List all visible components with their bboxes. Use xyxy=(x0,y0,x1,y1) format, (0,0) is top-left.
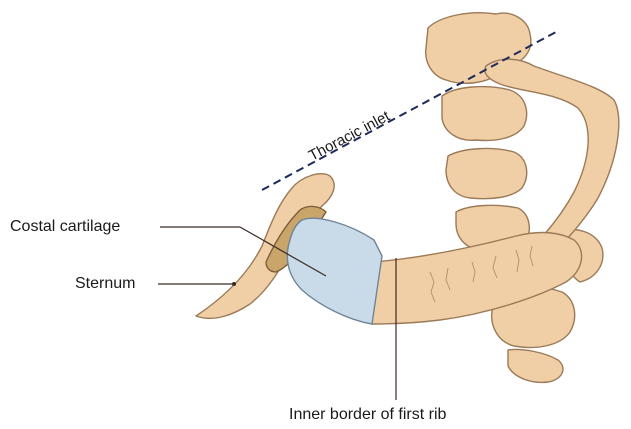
thoracic-inlet-label: Thoracic inlet xyxy=(306,107,393,164)
inner-border-label: Inner border of first rib xyxy=(289,407,446,423)
costal-cartilage-shape xyxy=(287,218,382,324)
costal-cartilage-label: Costal cartilage xyxy=(10,219,120,235)
vertebra-upper xyxy=(442,87,527,141)
sternum-label: Sternum xyxy=(75,276,135,292)
sternum-leader-dot xyxy=(232,282,236,286)
vertebra-bottom-arch xyxy=(508,349,563,382)
vertebra-middle xyxy=(446,149,527,199)
